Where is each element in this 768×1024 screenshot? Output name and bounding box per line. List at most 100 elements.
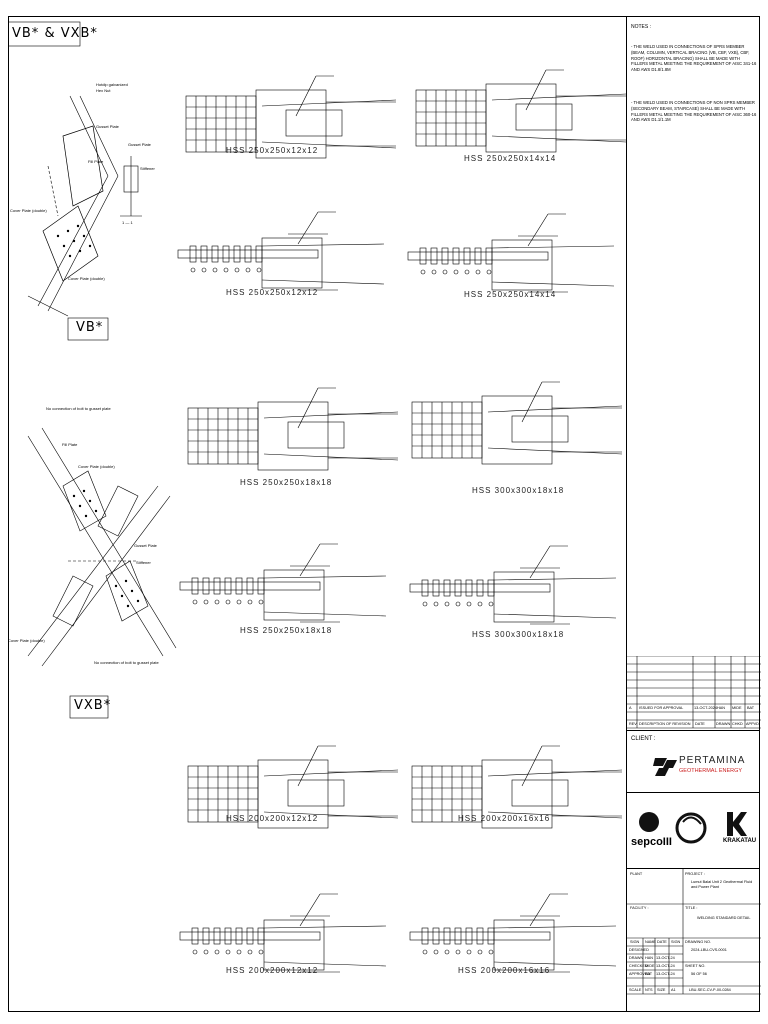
rev-header: DESCRIPTION OF REVISION — [639, 722, 691, 726]
rev-header: REV — [629, 722, 637, 726]
client-label: CLIENT : — [631, 736, 656, 742]
rev-date-cell: 13-OCT-2024 — [694, 706, 718, 710]
contractor-logos-art — [639, 812, 747, 844]
scale-value: NTS — [645, 988, 653, 992]
detail-label: HSS 300x300x18x18 — [472, 486, 565, 495]
sheet-value: 56 OF 56 — [691, 972, 707, 976]
detail-label: HSS 200x200x12x12 — [226, 814, 319, 823]
vb-callout: 1 — 1 — [122, 220, 133, 225]
project-value: Lumut Balai Unit 2 Geothermal Fluid and … — [691, 880, 753, 889]
rev-chkd-cell: MIDE — [732, 706, 742, 710]
krakatau-name: KRAKATAU — [723, 838, 757, 844]
vb-callout: Stiffener — [140, 166, 155, 171]
project-label: PROJECT : — [685, 872, 705, 876]
detail-label: HSS 200x200x12x12 — [226, 966, 319, 975]
detail-label: HSS 250x250x12x12 — [226, 288, 319, 297]
detail-label: HSS 250x250x18x18 — [240, 626, 333, 635]
vb-callout: Gusset Plate — [128, 142, 151, 147]
connection-detail-8 — [409, 545, 617, 625]
vb-detail-sketch — [27, 95, 142, 341]
facility-label: FACILITY : — [630, 906, 649, 910]
rev-cell: A — [629, 706, 632, 710]
detail-label: HSS 250x250x18x18 — [240, 478, 333, 487]
connection-detail-11 — [179, 893, 387, 973]
drawing-canvas — [8, 21, 626, 973]
connection-detail-7 — [179, 543, 387, 623]
detail-label: HSS 250x250x12x12 — [226, 146, 319, 155]
title-block-grid — [627, 868, 761, 995]
scale-label: SCALE — [629, 988, 642, 992]
drawing-area: VB* & VXB* VB* VXB* Hotdip galvanized He… — [8, 16, 626, 1012]
sign-header: NAME — [645, 940, 656, 944]
sign-header: SIGN — [630, 940, 640, 944]
title-panel: NOTES : - THE WELD USED IN CONNECTIONS O… — [626, 16, 761, 1012]
vxb-detail-sketch — [27, 427, 177, 719]
vb-label: VB* — [76, 320, 104, 335]
detail-label: HSS 300x300x18x18 — [472, 630, 565, 639]
sign-row-role: APPROVED — [629, 972, 651, 976]
sign-row-name: BAT — [645, 972, 653, 976]
divider — [627, 868, 760, 869]
divider — [627, 730, 760, 731]
bolt-dots — [56, 224, 140, 608]
main-title: VB* & VXB* — [12, 26, 98, 41]
sign-header: DATE — [657, 940, 667, 944]
plant-label: PLANT — [630, 872, 643, 876]
rev-header: DATE — [695, 722, 705, 726]
connection-detail-2 — [415, 69, 626, 153]
connection-detail-10 — [411, 745, 623, 829]
sign-row-role: DESIGNED — [629, 948, 649, 952]
footer-code: LBU-SEC-CV-P-00-0284 — [689, 988, 731, 992]
vxb-callout: No connection of bolt to gusset plate — [46, 406, 111, 411]
vxb-callout: Fill Plate — [62, 442, 78, 447]
detail-label: HSS 200x200x16x16 — [458, 814, 551, 823]
connection-detail-5 — [187, 387, 399, 471]
sign-row-date: 13-OCT-24 — [656, 964, 675, 968]
vb-callout: Cover Plate (double) — [68, 276, 105, 281]
drawing-no-value: 2024-LBU-CVS-0001 — [691, 948, 727, 952]
connection-detail-4 — [407, 213, 615, 293]
vb-callout: Hex Nut — [96, 88, 111, 93]
sign-row-role: CHECKED — [629, 964, 648, 968]
notes-heading: NOTES : — [631, 24, 652, 30]
vxb-callout: Cover Plate (double) — [8, 638, 45, 643]
vxb-label: VXB* — [74, 698, 112, 713]
rev-desc-cell: ISSUED FOR APPROVAL — [639, 706, 684, 710]
note-item: - THE WELD USED IN CONNECTIONS OF SPRS M… — [631, 44, 757, 73]
divider — [627, 792, 760, 793]
sign-row-role: DRAWN — [629, 956, 644, 960]
sign-header: SIGN — [671, 940, 681, 944]
connection-detail-9 — [187, 745, 399, 829]
vxb-callout: Cover Plate (double) — [78, 464, 115, 469]
pertamina-logo-mark — [653, 758, 677, 776]
title-block-label: TITLE : — [685, 906, 698, 910]
connection-detail-3 — [177, 211, 385, 291]
sign-row-date: 13-OCT-24 — [656, 972, 675, 976]
sign-row-date: 13-OCT-24 — [656, 956, 675, 960]
revision-table-grid — [627, 656, 761, 729]
title-value: WELDING STANDARD DETAIL — [697, 916, 751, 920]
detail-label: HSS 200x200x16x16 — [458, 966, 551, 975]
sepco-name: sepcoIII — [631, 836, 672, 848]
size-label: SIZE — [657, 988, 666, 992]
client-sub: GEOTHERMAL ENERGY — [679, 768, 743, 774]
sign-row-name: MIDE — [645, 964, 655, 968]
vxb-callout: Stiffener — [136, 560, 151, 565]
drawing-no-label: DRAWING NO. — [685, 940, 712, 944]
sheet-label: SHEET NO. — [685, 964, 706, 968]
vb-callout: Gusset Plate — [96, 124, 119, 129]
rev-drawn-cell: HAN — [717, 706, 726, 710]
connection-detail-1 — [185, 75, 397, 159]
rev-header: CHKD — [732, 722, 743, 726]
size-value: A1 — [671, 988, 676, 992]
client-name: PERTAMINA — [679, 755, 746, 766]
note-item: - THE WELD USED IN CONNECTIONS OF NON SP… — [631, 100, 757, 123]
vxb-callout: Gusset Plate — [134, 543, 157, 548]
connection-detail-12 — [409, 893, 617, 973]
vb-callout: Fill Plate — [88, 159, 104, 164]
rev-header: DRAWN — [716, 722, 731, 726]
rev-appd-cell: BAT — [747, 706, 755, 710]
rev-header: APPVD — [746, 722, 759, 726]
vb-callout: Cover Plate (double) — [10, 208, 47, 213]
drawing-sheet-border — [8, 16, 760, 1012]
